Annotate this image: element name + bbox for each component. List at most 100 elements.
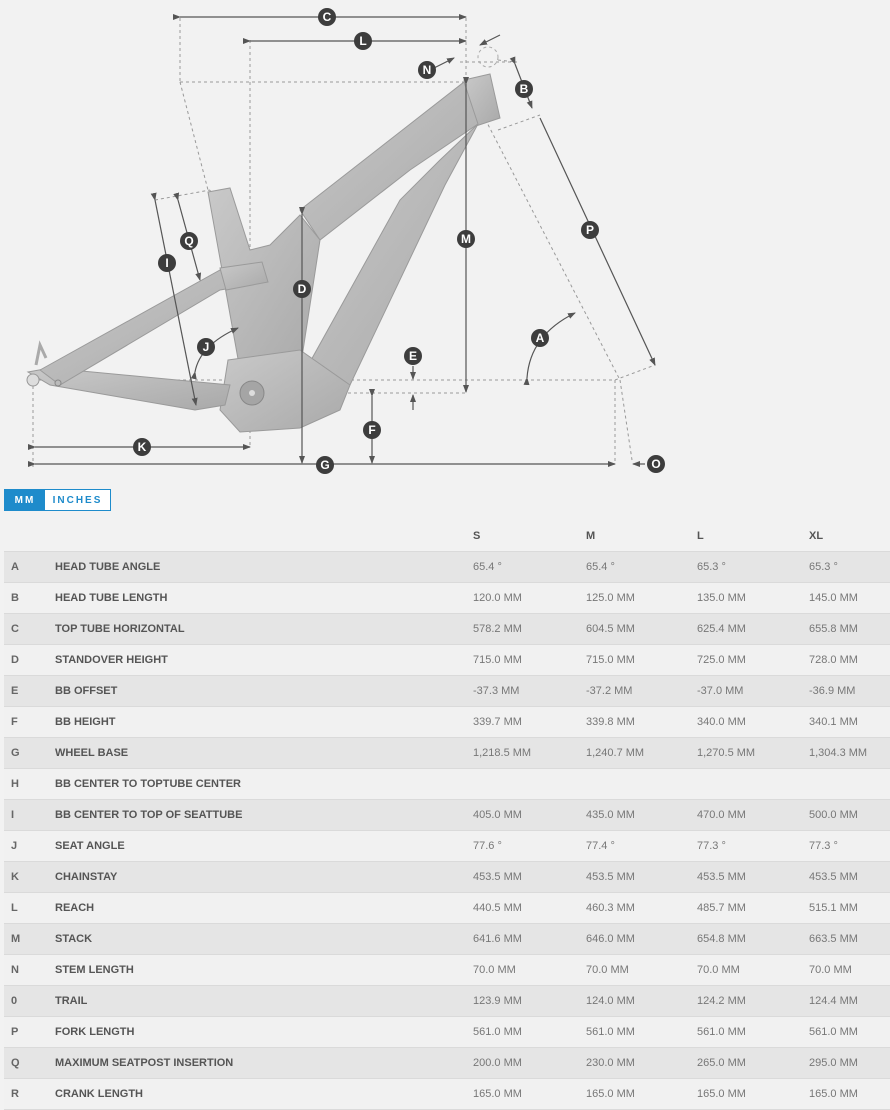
value-l: 654.8 MM xyxy=(697,923,809,955)
row-letter: Q xyxy=(4,1047,55,1079)
value-s xyxy=(473,768,586,800)
value-s: 200.0 MM xyxy=(473,1047,586,1079)
table-row: B HEAD TUBE LENGTH 120.0 MM 125.0 MM 135… xyxy=(4,582,890,614)
header-letter xyxy=(4,521,55,552)
value-xl xyxy=(809,768,890,800)
row-name: SEAT ANGLE xyxy=(55,830,473,862)
value-s: 77.6 ° xyxy=(473,830,586,862)
value-s: 641.6 MM xyxy=(473,923,586,955)
value-xl: 77.3 ° xyxy=(809,830,890,862)
row-name: BB CENTER TO TOPTUBE CENTER xyxy=(55,768,473,800)
unit-mm-button[interactable]: MM xyxy=(5,490,45,510)
value-m: 460.3 MM xyxy=(586,892,697,924)
svg-text:J: J xyxy=(203,340,210,354)
value-l: 65.3 ° xyxy=(697,551,809,583)
label-p-marker: P xyxy=(581,221,599,239)
geometry-diagram: C L N B P M D Q I J A E F K G O xyxy=(0,0,890,480)
value-m: -37.2 MM xyxy=(586,675,697,707)
row-name: REACH xyxy=(55,892,473,924)
value-s: 120.0 MM xyxy=(473,582,586,614)
label-a-marker: A xyxy=(531,329,549,347)
value-l: 561.0 MM xyxy=(697,1016,809,1048)
row-letter: H xyxy=(4,768,55,800)
row-name: MAXIMUM SEATPOST INSERTION xyxy=(55,1047,473,1079)
value-m: 646.0 MM xyxy=(586,923,697,955)
value-m: 230.0 MM xyxy=(586,1047,697,1079)
value-l: 453.5 MM xyxy=(697,861,809,893)
svg-text:C: C xyxy=(323,10,332,24)
value-s: 123.9 MM xyxy=(473,985,586,1017)
value-xl: 295.0 MM xyxy=(809,1047,890,1079)
value-xl: 728.0 MM xyxy=(809,644,890,676)
value-l: 165.0 MM xyxy=(697,1078,809,1110)
row-letter: K xyxy=(4,861,55,893)
row-name: STANDOVER HEIGHT xyxy=(55,644,473,676)
row-name: CHAINSTAY xyxy=(55,861,473,893)
header-name xyxy=(55,521,473,552)
value-l: 340.0 MM xyxy=(697,706,809,738)
row-letter: J xyxy=(4,830,55,862)
table-row: I BB CENTER TO TOP OF SEATTUBE 405.0 MM … xyxy=(4,799,890,831)
table-row: L REACH 440.5 MM 460.3 MM 485.7 MM 515.1… xyxy=(4,892,890,924)
table-row: Q MAXIMUM SEATPOST INSERTION 200.0 MM 23… xyxy=(4,1047,890,1079)
table-row: M STACK 641.6 MM 646.0 MM 654.8 MM 663.5… xyxy=(4,923,890,955)
svg-text:L: L xyxy=(359,34,366,48)
value-xl: 124.4 MM xyxy=(809,985,890,1017)
table-row: E BB OFFSET -37.3 MM -37.2 MM -37.0 MM -… xyxy=(4,675,890,707)
row-letter: G xyxy=(4,737,55,769)
row-name: BB CENTER TO TOP OF SEATTUBE xyxy=(55,799,473,831)
value-xl: 340.1 MM xyxy=(809,706,890,738)
label-m-marker: M xyxy=(457,230,475,248)
label-l-marker: L xyxy=(354,32,372,50)
svg-text:K: K xyxy=(138,440,147,454)
label-k-marker: K xyxy=(133,438,151,456)
label-d-marker: D xyxy=(293,280,311,298)
svg-text:I: I xyxy=(165,256,168,270)
value-l: 625.4 MM xyxy=(697,613,809,645)
row-letter: 0 xyxy=(4,985,55,1017)
label-i-marker: I xyxy=(158,254,176,272)
value-s: 715.0 MM xyxy=(473,644,586,676)
value-m: 65.4 ° xyxy=(586,551,697,583)
svg-text:E: E xyxy=(409,349,417,363)
value-xl: 165.0 MM xyxy=(809,1078,890,1110)
value-xl: 515.1 MM xyxy=(809,892,890,924)
row-name: CRANK LENGTH xyxy=(55,1078,473,1110)
row-letter: M xyxy=(4,923,55,955)
value-s: 405.0 MM xyxy=(473,799,586,831)
value-s: 440.5 MM xyxy=(473,892,586,924)
value-s: -37.3 MM xyxy=(473,675,586,707)
row-letter: A xyxy=(4,551,55,583)
value-s: 165.0 MM xyxy=(473,1078,586,1110)
value-m: 339.8 MM xyxy=(586,706,697,738)
row-name: TRAIL xyxy=(55,985,473,1017)
table-row: P FORK LENGTH 561.0 MM 561.0 MM 561.0 MM… xyxy=(4,1016,890,1048)
value-l: 725.0 MM xyxy=(697,644,809,676)
value-m: 165.0 MM xyxy=(586,1078,697,1110)
header-size-xl: XL xyxy=(809,530,824,542)
table-row: H BB CENTER TO TOPTUBE CENTER xyxy=(4,768,890,800)
row-letter: D xyxy=(4,644,55,676)
header-size-l: L xyxy=(697,530,704,542)
value-s: 70.0 MM xyxy=(473,954,586,986)
table-row: J SEAT ANGLE 77.6 ° 77.4 ° 77.3 ° 77.3 ° xyxy=(4,830,890,862)
row-letter: P xyxy=(4,1016,55,1048)
table-row: G WHEEL BASE 1,218.5 MM 1,240.7 MM 1,270… xyxy=(4,737,890,769)
value-l: 485.7 MM xyxy=(697,892,809,924)
svg-text:O: O xyxy=(651,457,660,471)
unit-toggle: MM INCHES xyxy=(4,489,111,511)
value-m: 604.5 MM xyxy=(586,613,697,645)
value-xl: 145.0 MM xyxy=(809,582,890,614)
row-letter: I xyxy=(4,799,55,831)
value-m: 1,240.7 MM xyxy=(586,737,697,769)
value-xl: -36.9 MM xyxy=(809,675,890,707)
value-s: 561.0 MM xyxy=(473,1016,586,1048)
unit-inches-button[interactable]: INCHES xyxy=(45,490,110,510)
table-row: N STEM LENGTH 70.0 MM 70.0 MM 70.0 MM 70… xyxy=(4,954,890,986)
dimension-labels: C L N B P M D Q I J A E F K G O xyxy=(133,8,665,474)
value-l: 1,270.5 MM xyxy=(697,737,809,769)
label-q-marker: Q xyxy=(180,232,198,250)
row-letter: R xyxy=(4,1078,55,1110)
svg-text:A: A xyxy=(536,331,545,345)
row-letter: E xyxy=(4,675,55,707)
